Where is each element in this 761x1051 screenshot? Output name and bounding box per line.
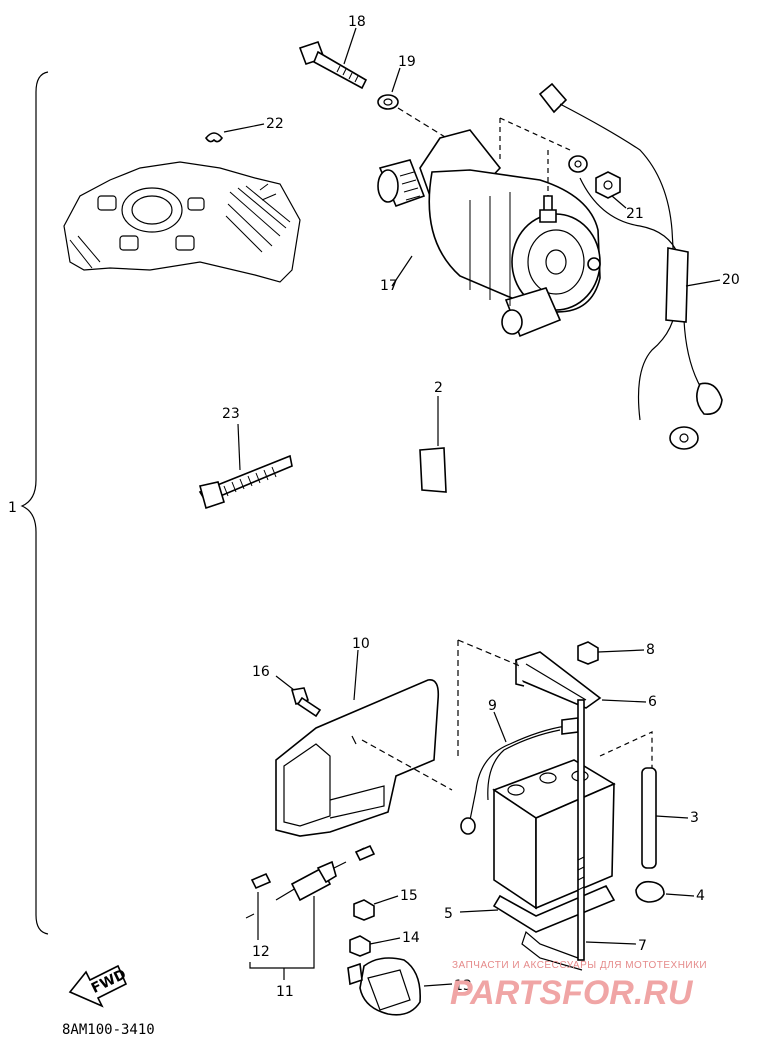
starter-motor-part-17 (377, 129, 601, 338)
label-23: 23 (222, 406, 240, 422)
label-3: 3 (690, 810, 699, 826)
strap-part-7 (521, 699, 585, 971)
clip-part-22 (205, 132, 223, 143)
label-2: 2 (434, 380, 443, 396)
pad-part-2 (419, 447, 447, 493)
nut-part-14 (349, 935, 371, 957)
label-7: 7 (638, 938, 647, 954)
label-15: 15 (400, 888, 418, 904)
label-20: 20 (722, 272, 740, 288)
label-19: 19 (398, 54, 416, 70)
screw-part-16 (290, 687, 322, 718)
fuse-holder-part-11 (245, 847, 365, 919)
grommet-part-4 (635, 880, 665, 903)
doc-number: 8AM100-3410 (62, 1022, 155, 1038)
label-5: 5 (444, 906, 453, 922)
bolt-part-18 (298, 40, 368, 90)
label-21: 21 (626, 206, 644, 222)
cable-part-20 (538, 82, 723, 450)
label-12: 12 (252, 944, 270, 960)
bracket-part-6 (515, 651, 602, 709)
cover-part-10 (275, 679, 440, 837)
relay-part-13 (347, 957, 421, 1016)
washer-part-19 (377, 94, 399, 110)
fuse-part-12 (250, 844, 376, 890)
label-13: 13 (454, 978, 472, 994)
label-18: 18 (348, 14, 366, 30)
label-22: 22 (266, 116, 284, 132)
label-10: 10 (352, 636, 370, 652)
label-16: 16 (252, 664, 270, 680)
label-17: 17 (380, 278, 398, 294)
watermark-subtitle: ЗАПЧАСТИ И АКСЕССУАРЫ ДЛЯ МОТОТЕХНИКИ (452, 960, 707, 971)
assembly-brace (20, 71, 49, 935)
tube-part-3 (641, 767, 657, 869)
fwd-arrow-icon: FWD (68, 964, 129, 1008)
cable-tie-part-23 (198, 454, 293, 510)
label-11: 11 (276, 984, 294, 1000)
label-14: 14 (402, 930, 420, 946)
label-8: 8 (646, 642, 655, 658)
nut-part-15 (353, 899, 375, 921)
nut-part-8 (577, 641, 599, 665)
label-6: 6 (648, 694, 657, 710)
label-9: 9 (488, 698, 497, 714)
label-4: 4 (696, 888, 705, 904)
label-1: 1 (8, 500, 17, 516)
nut-part-21 (595, 171, 621, 199)
watermark-logo: PARTSFOR.RU (450, 974, 694, 1012)
engine-block (63, 161, 301, 283)
battery (492, 731, 653, 910)
